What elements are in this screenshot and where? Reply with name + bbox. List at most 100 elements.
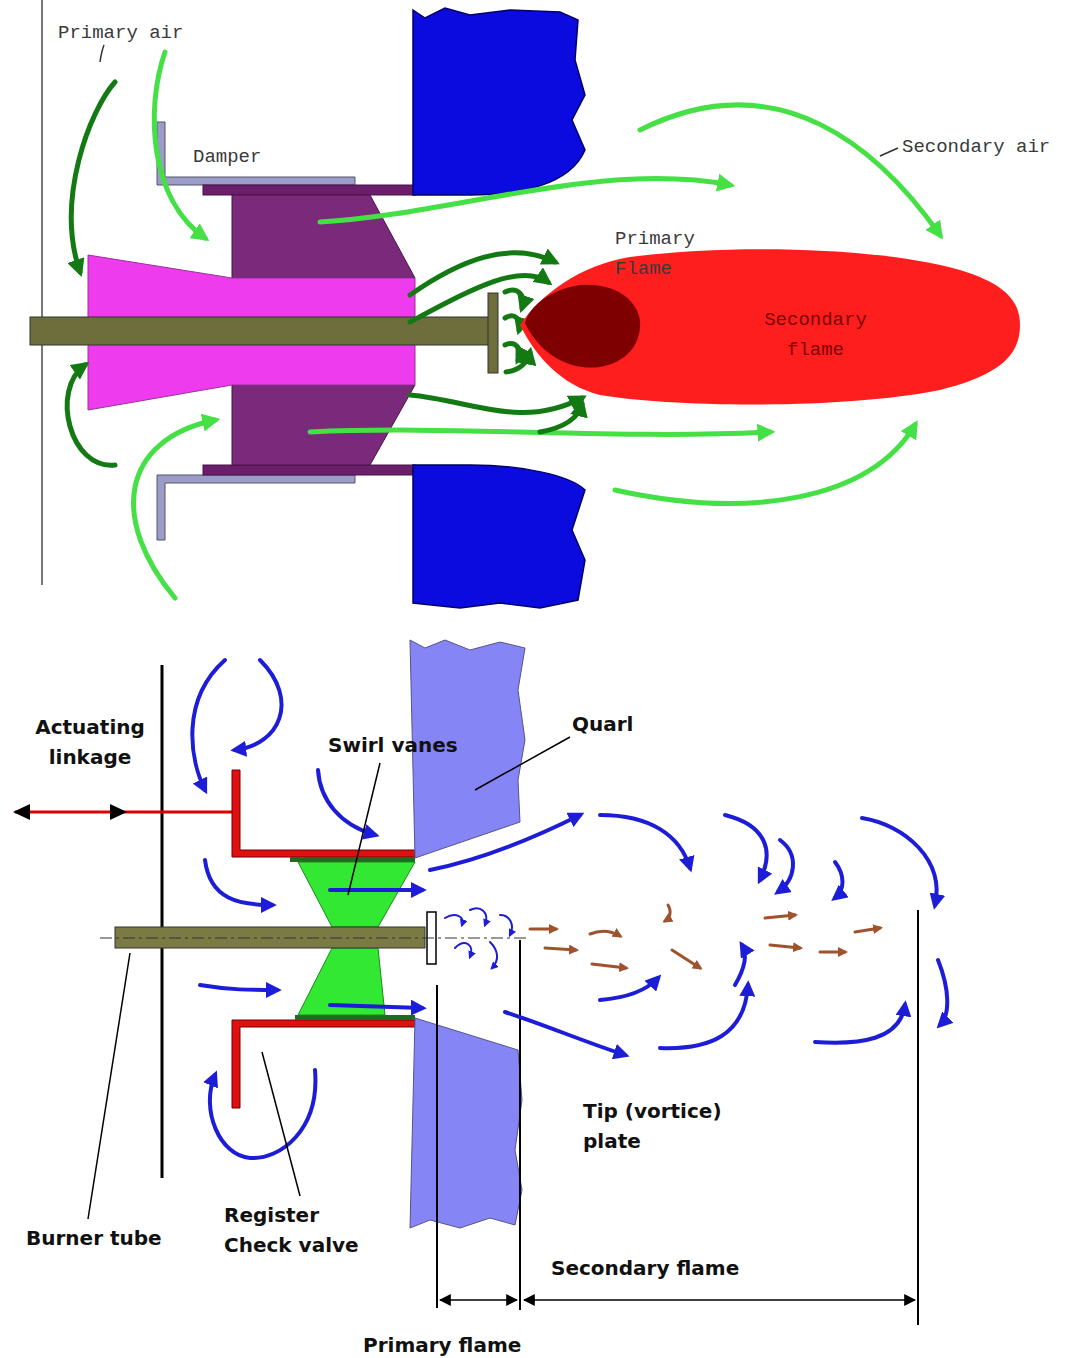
air-flow-arrow [430, 815, 580, 870]
register-check-valve [232, 770, 415, 857]
vortex-arrow [500, 915, 512, 935]
part-label: Damper [193, 142, 261, 172]
secondary-air-arrow [615, 425, 915, 503]
fuel-flow-arrow [672, 950, 700, 968]
primary-air-arrow [505, 290, 523, 308]
air-flow-arrow [835, 862, 843, 898]
actuating-linkage [13, 804, 234, 820]
vane-ring [295, 1015, 415, 1020]
actuating-linkage [13, 804, 30, 820]
leader-line [262, 1052, 300, 1196]
air-flow-arrow [330, 1005, 422, 1008]
part-label: Quarl [572, 709, 633, 739]
primary-air-arrow [505, 344, 520, 360]
primary-air-arrow [410, 395, 582, 413]
quarl [410, 1018, 522, 1228]
leader-line [880, 148, 898, 156]
quarl [413, 8, 585, 195]
dimension-arrow [524, 1299, 915, 1301]
leader-line [100, 45, 898, 156]
register-check-valve [232, 1020, 415, 1108]
register-body [232, 385, 415, 465]
air-flow-arrow [505, 1012, 625, 1055]
air-flow-arrow [330, 888, 422, 892]
secondary-air-arrow [320, 179, 730, 222]
air-flow-arrow [200, 985, 277, 990]
air-flow-arrow [192, 660, 947, 1158]
vane-ring [290, 857, 415, 862]
wall-line [161, 665, 164, 1178]
flow-label: Primary air [58, 18, 183, 48]
swirl-vanes [298, 862, 415, 927]
air-flow-arrow [735, 945, 745, 985]
damper [157, 122, 355, 185]
flame-label: Primary Flame [615, 224, 715, 284]
flame-shape: Secondary flame [520, 245, 1020, 407]
secondary-air-arrow [134, 52, 940, 598]
fuel-flow-arrow [545, 948, 576, 950]
air-flow-arrow [778, 840, 793, 892]
air-flow-arrow [210, 1070, 316, 1158]
secondary-air-arrow [134, 420, 215, 598]
leader-line [348, 763, 380, 895]
dimension-line [519, 940, 521, 1310]
flow-label: Secondary air [902, 132, 1050, 162]
register-body [232, 195, 415, 278]
part-label: Swirl vanes [328, 730, 458, 760]
primary-air-arrow [540, 404, 582, 432]
fuel-flow-arrow [530, 928, 556, 931]
register-body [203, 185, 415, 195]
air-flow-arrow [235, 660, 282, 750]
air-flow-arrow [600, 978, 658, 1000]
vortex-arrow [490, 942, 497, 968]
quarl [410, 640, 525, 858]
air-flow-arrow [815, 1005, 905, 1043]
burner-tube [30, 317, 490, 345]
primary-air-arrow [67, 365, 115, 465]
flame-label: Secondary flame [748, 305, 883, 365]
dimension-line [437, 910, 918, 1325]
vortex-arrow [445, 908, 512, 968]
part-label: Burner tube [26, 1223, 162, 1253]
vortex-arrow [445, 915, 463, 925]
primary-air-arrow [410, 275, 548, 322]
part-label: Tip (vortice) plate [583, 1096, 763, 1156]
fuel-flow-arrow [765, 915, 795, 918]
air-flow-arrow [725, 815, 767, 880]
air-flow-arrow [938, 960, 947, 1025]
air-flow-arrow [205, 860, 272, 905]
primary-air-arrow [505, 316, 520, 330]
register-body [203, 465, 415, 475]
fuel-flow-arrow [665, 905, 670, 921]
fuel-flow-arrow [592, 964, 626, 968]
wall-line [41, 0, 43, 585]
leader-line [88, 737, 570, 1219]
fuel-flow-arrow [530, 905, 880, 968]
leader-line [475, 737, 570, 790]
secondary-flame-shape [520, 249, 1020, 404]
air-flow-arrow [192, 660, 225, 790]
primary-flame-shape [525, 285, 640, 368]
flame-outline [520, 245, 1020, 407]
part-label: Register Check valve [224, 1200, 379, 1260]
secondary-air-arrow [640, 105, 940, 235]
fuel-flow-arrow [820, 951, 845, 954]
air-flow-arrow [862, 818, 937, 905]
dimension-line [436, 985, 438, 1308]
leader-line [100, 45, 104, 62]
air-flow-arrow [318, 770, 375, 835]
leader-line [88, 953, 130, 1219]
fuel-flow-arrow [590, 931, 620, 936]
primary-air-arrow [506, 352, 530, 372]
fuel-flow-arrow [770, 945, 800, 948]
primary-air-arrow [71, 82, 115, 272]
dimension-arrow [440, 1299, 915, 1301]
quarl [410, 640, 525, 1228]
secondary-air-arrow [154, 52, 205, 238]
dimension-arrow [440, 1299, 517, 1301]
